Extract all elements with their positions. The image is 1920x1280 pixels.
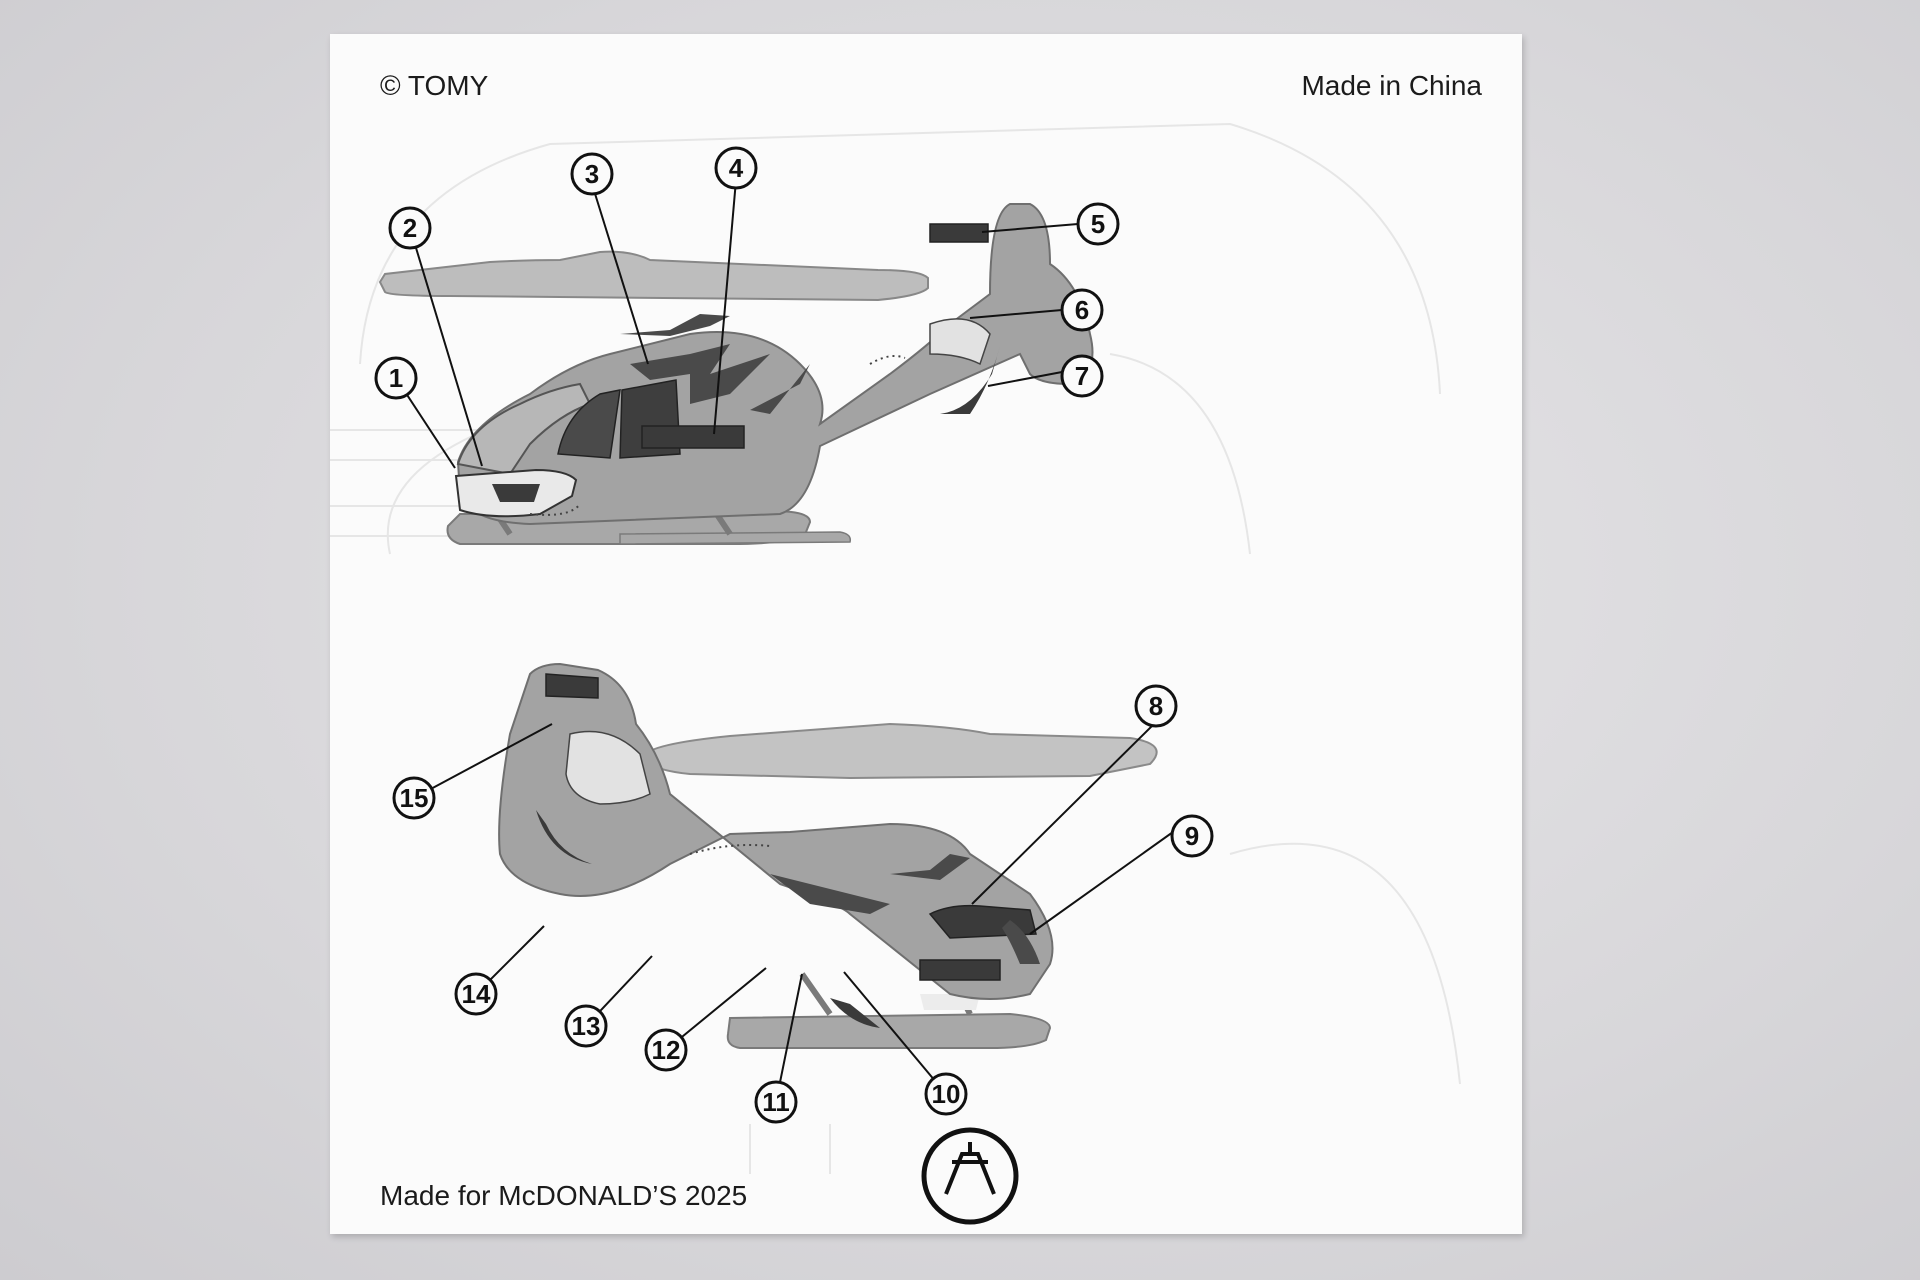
svg-text:7: 7: [1075, 361, 1089, 391]
callout-marker-9: 9: [1170, 814, 1214, 858]
made-for-text: Made for McDONALD’S 2025: [380, 1180, 748, 1211]
helicopter-bottom-view: [498, 662, 1158, 1049]
callout-marker-14: 14: [454, 972, 498, 1016]
svg-text:4: 4: [729, 153, 744, 183]
circle-logo-icon: [921, 1127, 1019, 1225]
svg-text:11: 11: [762, 1087, 790, 1117]
helicopter-diagram: 1 2 3 4 5 6 7: [330, 122, 1461, 1225]
svg-text:15: 15: [400, 783, 429, 813]
copyright-text: © TOMY: [380, 70, 489, 101]
callout-marker-5: 5: [1076, 202, 1120, 246]
svg-text:12: 12: [652, 1035, 681, 1065]
svg-text:2: 2: [403, 213, 417, 243]
callout-marker-2: 2: [388, 206, 432, 250]
callout-marker-10: 10: [924, 1072, 968, 1116]
callout-marker-12: 12: [644, 1028, 688, 1072]
svg-text:10: 10: [932, 1079, 961, 1109]
svg-text:3: 3: [585, 159, 599, 189]
svg-text:5: 5: [1091, 209, 1105, 239]
callout-marker-8: 8: [1134, 684, 1178, 728]
callout-marker-7: 7: [1060, 354, 1104, 398]
callout-markers: 1 2 3 4 5 6 7: [374, 146, 1214, 1124]
svg-text:6: 6: [1075, 295, 1089, 325]
callout-marker-6: 6: [1060, 288, 1104, 332]
callout-marker-13: 13: [564, 1004, 608, 1048]
sticker-sheet: © TOMY Made in China Made for McDONALD’S…: [330, 34, 1522, 1234]
callout-marker-3: 3: [570, 152, 614, 196]
svg-text:9: 9: [1185, 821, 1199, 851]
callout-marker-15: 15: [392, 776, 436, 820]
helicopter-top-view: [378, 203, 1094, 545]
svg-text:13: 13: [572, 1011, 601, 1041]
callout-marker-4: 4: [714, 146, 758, 190]
svg-text:14: 14: [462, 979, 491, 1009]
callout-marker-1: 1: [374, 356, 418, 400]
callout-marker-11: 11: [754, 1080, 798, 1124]
svg-text:1: 1: [389, 363, 403, 393]
origin-text: Made in China: [1301, 70, 1482, 101]
svg-text:8: 8: [1149, 691, 1163, 721]
